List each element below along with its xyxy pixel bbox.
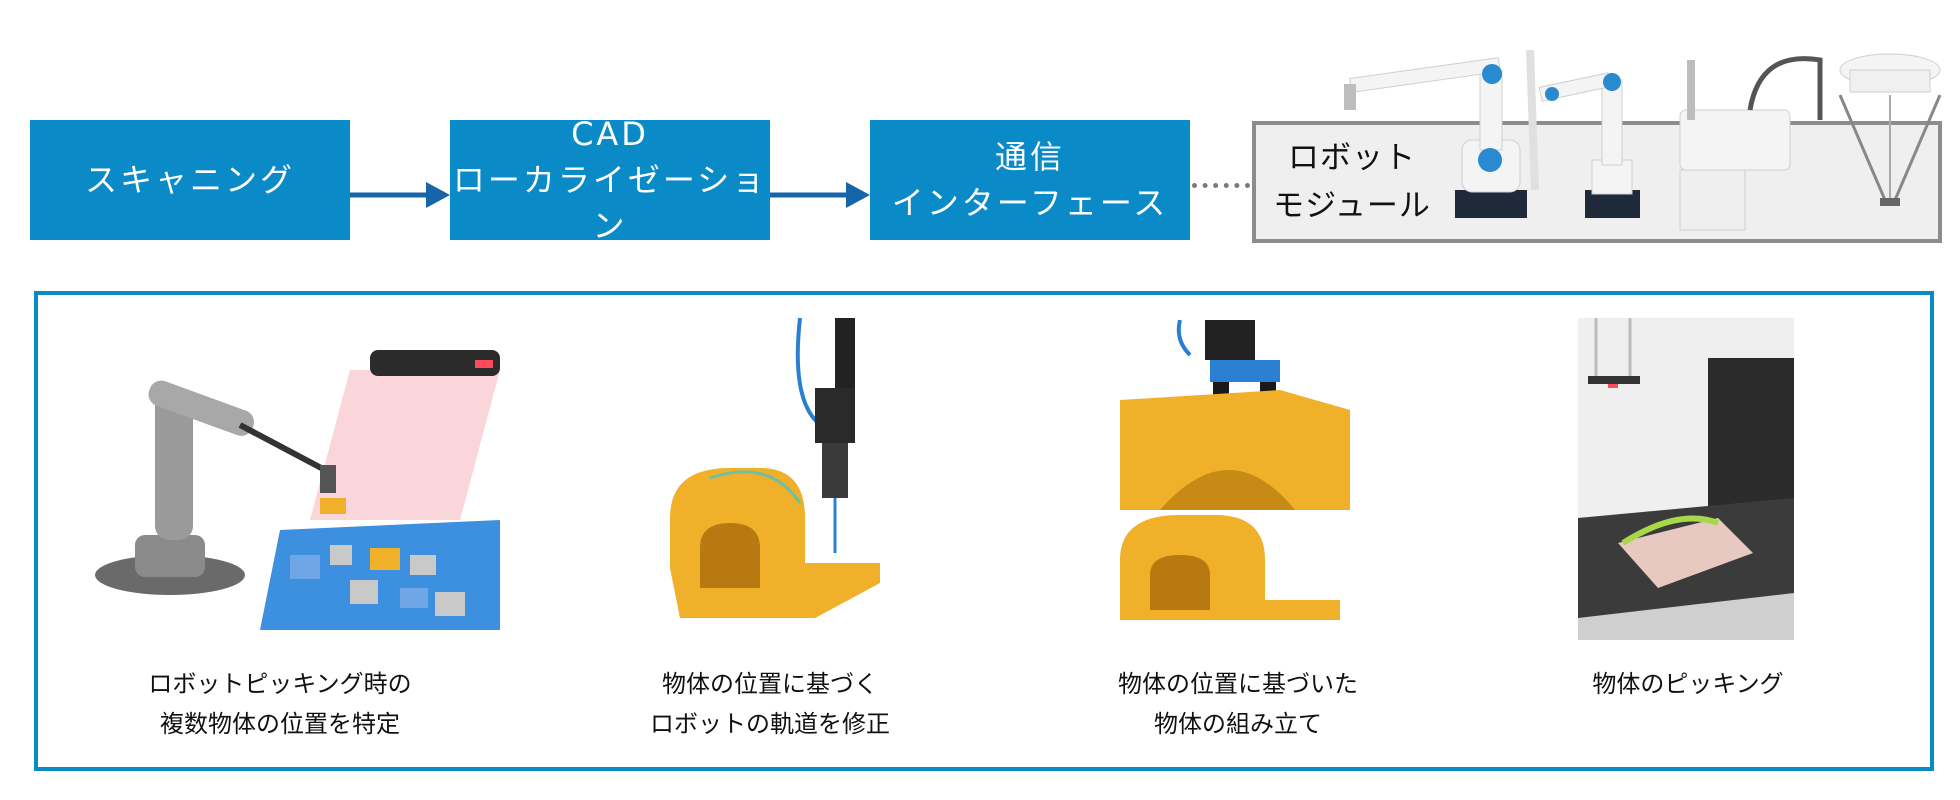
robot-module-line2: モジュール — [1273, 188, 1431, 224]
step-scanning: スキャニング — [30, 120, 350, 240]
step-comm-line2: インターフェース — [891, 184, 1169, 222]
parts-icon — [290, 498, 465, 616]
step-scanning-label: スキャニング — [84, 161, 295, 199]
curved-part-icon — [670, 468, 880, 618]
assembly-illustration — [1120, 320, 1350, 620]
caption-3-line2: 物体の組み立て — [1154, 710, 1322, 738]
caption-2-line1: 物体の位置に基づく — [662, 670, 878, 698]
caption-assembly: 物体の位置に基づいた 物体の組み立て — [1058, 664, 1418, 744]
dispenser-tool-icon — [795, 318, 855, 553]
product-icon — [1618, 515, 1753, 588]
caption-4-line1: 物体のピッキング — [1592, 670, 1784, 698]
robot-module-label: ロボット モジュール — [1268, 134, 1436, 230]
caption-2-line2: ロボットの軌道を修正 — [650, 710, 890, 738]
robot-scanning-illustration — [95, 350, 500, 630]
trajectory-correction-illustration — [670, 318, 880, 618]
step-comm-line1: 通信 — [994, 138, 1065, 176]
caption-3-line1: 物体の位置に基づいた — [1118, 670, 1358, 698]
robot-arm-icon — [95, 380, 336, 595]
caption-trajectory-correction: 物体の位置に基づく ロボットの軌道を修正 — [590, 664, 950, 744]
conveyor-picking-illustration — [1578, 318, 1794, 640]
step-cad-line1: CAD — [571, 115, 649, 153]
overhead-sensor-icon — [1588, 318, 1640, 388]
step-cad-localization: CAD ローカライゼーション — [450, 115, 770, 245]
robot-lineup-illustration — [1344, 49, 1942, 231]
step-communication-interface: 通信 インターフェース — [870, 120, 1190, 240]
caption-picking: 物体のピッキング — [1508, 664, 1868, 704]
applications-panel — [34, 291, 1934, 771]
scanner-icon — [370, 350, 500, 376]
lower-part-icon — [1120, 515, 1340, 620]
caption-robot-picking: ロボットピッキング時の 複数物体の位置を特定 — [100, 664, 460, 744]
arrow-right-icon — [770, 182, 870, 208]
upper-part-icon — [1120, 390, 1350, 510]
robot-module-line1: ロボット — [1288, 140, 1416, 176]
dotted-connector — [1192, 183, 1250, 188]
scara-robot-icon — [1679, 56, 1823, 231]
caption-1-line2: 複数物体の位置を特定 — [160, 710, 400, 738]
delta-robot-icon — [1838, 53, 1942, 206]
step-cad-line2: ローカライゼーション — [452, 161, 768, 245]
articulated-robot-icon — [1344, 49, 1539, 218]
collaborative-robot-icon — [1538, 72, 1640, 218]
caption-1-line1: ロボットピッキング時の — [148, 670, 412, 698]
arrow-right-icon — [350, 182, 450, 208]
